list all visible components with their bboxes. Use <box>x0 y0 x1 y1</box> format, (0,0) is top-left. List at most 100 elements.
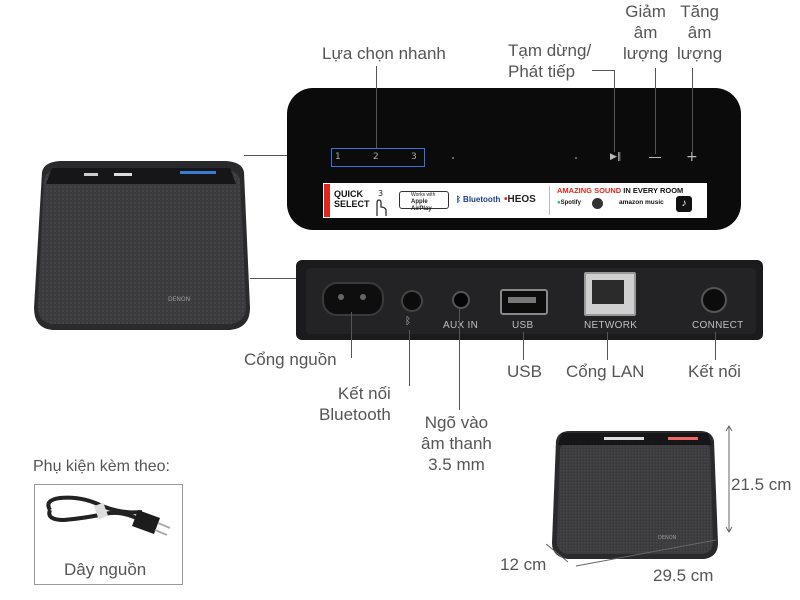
heos-logo-text: HEOS <box>507 194 536 205</box>
amazing-sound-text: AMAZING SOUND IN EVERY ROOM <box>557 186 683 195</box>
apple-music-icon: ♪ <box>676 196 692 212</box>
bluetooth-port-icon: ᛒ <box>405 316 411 327</box>
volume-down-icon[interactable] <box>649 157 661 158</box>
volume-down-label: Giảm âm lượng <box>623 1 668 64</box>
connect-port-label: CONNECT <box>692 320 744 331</box>
play-pause-label-line2: Phát tiếp <box>508 62 576 81</box>
usb-port-tongue <box>508 297 536 303</box>
usb-port-label: USB <box>512 320 534 331</box>
hand-touch-icon: 3 <box>376 189 387 216</box>
amazing-sound-black: IN EVERY ROOM <box>623 186 684 195</box>
preset-2[interactable]: 2 <box>373 152 379 162</box>
logo-divider <box>549 186 550 215</box>
quick-select-presets <box>331 148 425 167</box>
aux-label-line1: Ngõ vào <box>424 413 489 432</box>
aux-jack[interactable] <box>452 291 470 309</box>
speaker-logo-small: DENON <box>658 535 677 541</box>
callout-aux <box>459 308 460 410</box>
play-pause-icon[interactable]: ▶‖ <box>610 152 622 162</box>
quick-select-badge-line2: SELECT <box>334 199 370 209</box>
height-arrow-top <box>725 425 733 432</box>
volume-up-label-line2: âm <box>687 23 712 42</box>
connect-button[interactable] <box>701 287 727 313</box>
power-cord-image <box>46 495 171 536</box>
play-pause-label: Tạm dừng/ Phát tiếp <box>508 40 591 82</box>
accessories-title: Phụ kiện kèm theo: <box>33 458 170 475</box>
callout-volume-down <box>655 68 656 154</box>
speaker-image-main: DENON <box>30 158 252 338</box>
airplay-small-text: Works with <box>411 192 436 198</box>
feature-logo-strip <box>323 183 707 218</box>
height-arrow-bottom <box>725 526 733 533</box>
tunein-icon <box>592 198 603 209</box>
speaker-illustration: DENON <box>34 161 250 330</box>
volume-up-icon[interactable]: + <box>686 149 698 165</box>
heos-icon: • <box>504 194 508 205</box>
power-pin <box>338 294 344 300</box>
quick-select-badge-bar <box>324 184 330 217</box>
quick-select-label: Lựa chọn nhanh <box>322 44 446 63</box>
volume-down-label-line2: âm <box>633 23 658 42</box>
lan-label: Cổng LAN <box>566 362 645 381</box>
width-dimension-label: 29.5 cm <box>653 566 714 585</box>
depth-dimension-line <box>545 543 569 563</box>
callout-lan <box>607 332 608 360</box>
network-port-label: NETWORK <box>584 320 638 331</box>
callout-quick-select <box>376 66 377 148</box>
spotify-text: Spotify <box>560 200 581 206</box>
play-pause-label-line1: Tạm dừng/ <box>508 41 592 60</box>
airplay-badge: Works with Apple AirPlay <box>399 191 449 212</box>
bluetooth-logo-text: Bluetooth <box>463 195 501 204</box>
height-dimension-label: 21.5 cm <box>731 475 792 494</box>
touch-dot <box>452 157 454 159</box>
airplay-text: Apple AirPlay <box>411 199 432 212</box>
bluetooth-icon: ᛒ <box>456 195 461 204</box>
bluetooth-label-line1: Kết nối <box>337 384 391 403</box>
bluetooth-button[interactable] <box>401 290 423 312</box>
aux-in-label: AUX IN <box>443 320 479 331</box>
bluetooth-label-line2: Bluetooth <box>319 405 391 424</box>
accessory-box <box>34 484 183 585</box>
volume-down-label-line3: lượng <box>623 44 669 63</box>
callout-power <box>351 312 352 358</box>
volume-down-label-line1: Giảm <box>625 2 666 21</box>
svg-text:3: 3 <box>378 189 383 198</box>
width-dimension-line <box>575 539 717 567</box>
dimension-lines <box>545 425 733 567</box>
callout-connect <box>715 332 716 360</box>
power-port-label: Cổng nguồn <box>244 350 337 369</box>
quick-select-badge: QUICK SELECT <box>334 189 370 209</box>
speaker-logo: DENON <box>168 296 190 303</box>
callout-usb <box>523 332 524 360</box>
volume-up-label-line1: Tăng <box>680 2 719 21</box>
network-port-socket <box>592 280 624 304</box>
preset-1[interactable]: 1 <box>335 152 341 162</box>
aux-label-line2: âm thanh <box>421 434 492 453</box>
callout-play-pause-down <box>614 70 615 152</box>
preset-3[interactable]: 3 <box>411 152 417 162</box>
amazon-music-logo: amazon music <box>619 199 664 206</box>
heos-logo: •HEOS <box>504 194 536 205</box>
power-socket <box>322 282 384 316</box>
callout-volume-up <box>692 68 693 152</box>
spotify-icon: ● <box>557 200 561 206</box>
speaker-image-dimensions: DENON <box>548 425 723 565</box>
depth-dimension-label: 12 cm <box>500 555 547 574</box>
quick-select-badge-line1: QUICK <box>334 189 363 199</box>
bluetooth-label: Kết nối Bluetooth <box>319 383 391 425</box>
spotify-logo: ●Spotify <box>557 200 581 206</box>
connector-top <box>244 155 288 156</box>
power-pin <box>360 294 366 300</box>
connector-rear <box>250 278 296 279</box>
touch-dot <box>575 157 577 159</box>
aux-label-line3: 3.5 mm <box>428 455 485 474</box>
bluetooth-logo: ᛒ Bluetooth <box>456 195 500 204</box>
callout-play-pause <box>592 70 614 71</box>
callout-bluetooth <box>409 330 410 386</box>
amazing-sound-red: AMAZING SOUND <box>557 186 622 195</box>
connect-label: Kết nối <box>688 362 741 381</box>
volume-up-label-line3: lượng <box>677 44 723 63</box>
volume-up-label: Tăng âm lượng <box>677 1 722 64</box>
aux-label: Ngõ vào âm thanh 3.5 mm <box>421 412 492 475</box>
usb-label: USB <box>507 362 542 381</box>
